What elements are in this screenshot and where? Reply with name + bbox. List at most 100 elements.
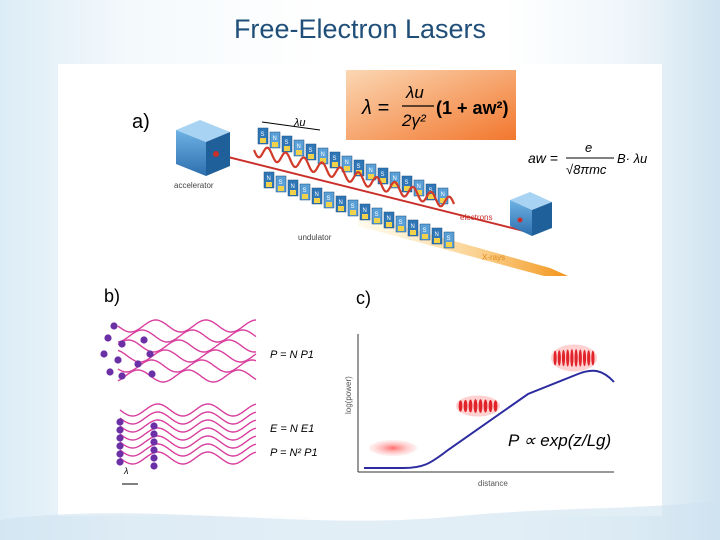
slide-title: Free-Electron Lasers: [0, 14, 720, 45]
electron-dot: [110, 322, 117, 329]
bunch-slice: [469, 400, 473, 413]
magnet-pole: [374, 218, 380, 223]
magnet-letter: N: [363, 208, 367, 214]
magnet-letter: N: [321, 152, 325, 158]
magnet-letter: N: [411, 224, 415, 230]
electron-dot: [116, 434, 123, 441]
electron-dot: [106, 368, 113, 375]
undulator-label: undulator: [298, 233, 332, 242]
magnet-pole: [314, 198, 320, 203]
magnet-pole: [296, 150, 302, 155]
eq-coherent-field: E = N E1: [270, 423, 314, 435]
electron-dot: [146, 350, 153, 357]
magnet-letter: N: [297, 144, 301, 150]
fel-figure: a) λ = λu 2γ² (1 + aw²) aw = e √8πmc B· …: [58, 64, 662, 516]
bunch-slice: [474, 399, 478, 413]
magnet-pole: [278, 186, 284, 191]
lambda-u-marker: λu: [262, 117, 320, 130]
electron-dot: [118, 340, 125, 347]
magnet-letter: S: [357, 164, 361, 170]
electron-dot: [100, 350, 107, 357]
magnet-pole: [410, 230, 416, 235]
lambda-u-arrow: [262, 122, 320, 130]
magnet-pole: [422, 234, 428, 239]
saturated-microbunch: [551, 345, 597, 372]
aw-denominator: √8πmc: [566, 162, 607, 177]
bunch-slice: [464, 400, 468, 412]
wave-line: [120, 404, 256, 416]
aw-lhs: aw =: [528, 150, 558, 166]
electron-dot: [150, 454, 157, 461]
electron-dot: [150, 446, 157, 453]
magnet-pole: [368, 174, 374, 179]
magnet-letter: N: [441, 192, 445, 198]
electron-dot: [116, 450, 123, 457]
magnet-letter: N: [339, 200, 343, 206]
magnet-pole: [386, 222, 392, 227]
aw-tail: B· λu: [617, 151, 647, 166]
magnet-pole: [350, 210, 356, 215]
magnet-letter: N: [345, 160, 349, 166]
magnet-pole: [362, 214, 368, 219]
electron-dot: [150, 438, 157, 445]
bunch-slice: [459, 400, 463, 412]
wave-line: [118, 330, 256, 342]
bunch-slice: [494, 400, 498, 412]
electrons-cube: electrons: [460, 192, 552, 236]
electron-dot: [150, 462, 157, 469]
magnet-letter: S: [399, 220, 403, 226]
magnet-letter: N: [387, 216, 391, 222]
magnet-letter: S: [303, 188, 307, 194]
electron-dot: [116, 418, 123, 425]
decorative-wave: [0, 470, 720, 540]
bunch-halo: [456, 396, 500, 417]
bunch-slice: [575, 349, 578, 367]
wave-line: [118, 340, 256, 352]
bunch-slice: [583, 350, 586, 366]
magnet-letter: S: [327, 196, 331, 202]
initial-bunch-blob: [369, 440, 417, 456]
gain-formula: P ∝ exp(z/Lg): [508, 431, 611, 450]
magnet-letter: N: [435, 232, 439, 238]
bunch-slice: [579, 350, 582, 367]
electron-dot: [116, 458, 123, 465]
magnet-pole: [308, 154, 314, 159]
electron-dot: [116, 426, 123, 433]
coherent-waves: [120, 404, 256, 464]
lambda-u-label: λu: [293, 117, 306, 129]
magnet-letter: S: [351, 204, 355, 210]
wave-line: [118, 370, 256, 382]
magnet-pole: [266, 182, 272, 187]
magnet-pole: [332, 162, 338, 167]
bunch-slice: [554, 351, 557, 366]
magnet-letter: S: [309, 148, 313, 154]
bunch-slice: [591, 351, 594, 366]
panel-b-label: b): [104, 286, 120, 306]
bunch-slice: [587, 350, 590, 365]
electron-dot: [140, 336, 147, 343]
electron-dot: [150, 430, 157, 437]
magnet-letter: S: [405, 180, 409, 186]
magnet-letter: N: [315, 192, 319, 198]
formula-numerator: λu: [405, 83, 424, 102]
electron-dot: [116, 442, 123, 449]
magnet-letter: S: [285, 140, 289, 146]
magnet-pole: [284, 146, 290, 151]
fel-figure-svg: a) λ = λu 2γ² (1 + aw²) aw = e √8πmc B· …: [58, 64, 662, 516]
panel-c-label: c): [356, 288, 371, 308]
magnet-pole: [434, 238, 440, 243]
electron-dot: [134, 360, 141, 367]
wave-fill: [0, 500, 720, 540]
magnet-letter: S: [423, 228, 427, 234]
mid-microbunch: [456, 396, 500, 417]
magnet-letter: S: [375, 212, 379, 218]
magnet-letter: S: [381, 172, 385, 178]
magnet-pole: [302, 194, 308, 199]
accelerator-label: accelerator: [174, 181, 214, 190]
y-axis-label: log(power): [344, 376, 353, 414]
electrons-label: electrons: [460, 213, 492, 222]
magnet-letter: S: [333, 156, 337, 162]
magnet-letter: S: [447, 236, 451, 242]
accelerator-cube: accelerator: [174, 120, 230, 190]
magnet-letter: N: [417, 184, 421, 190]
